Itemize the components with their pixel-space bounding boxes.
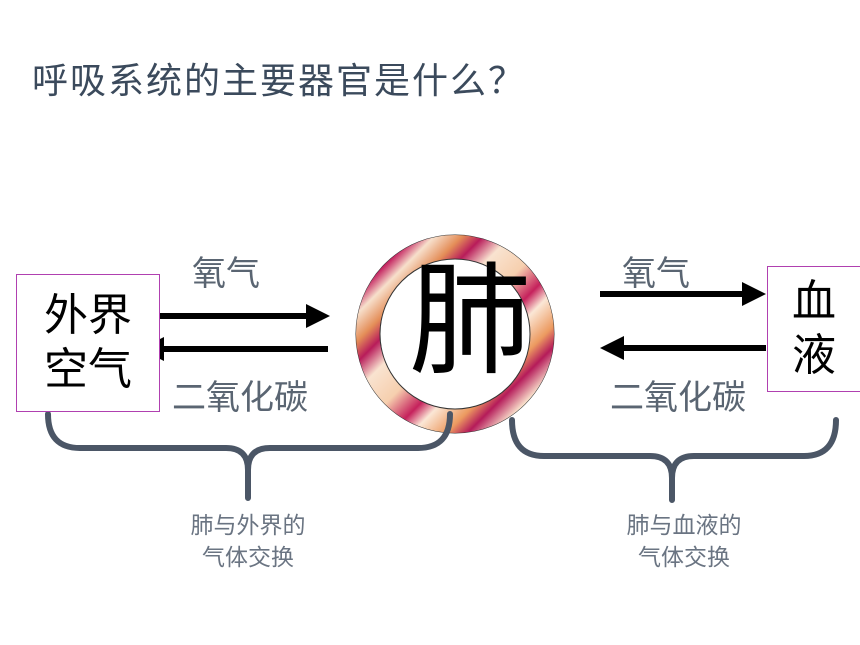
right-oxygen-label: 氧气	[622, 254, 690, 294]
outside-air-line2: 空气	[44, 344, 132, 395]
right-bracket	[509, 417, 839, 503]
right-caption-line2: 气体交换	[638, 545, 730, 571]
right-oxygen-arrow	[600, 282, 766, 306]
left-caption: 肺与外界的 气体交换	[148, 510, 348, 574]
blood-line2: 液	[792, 330, 836, 381]
left-bracket	[45, 411, 453, 501]
blood-box: 血 液	[767, 266, 860, 392]
right-caption: 肺与血液的 气体交换	[584, 510, 784, 574]
outside-air-box: 外界 空气	[16, 274, 160, 412]
left-oxygen-label: 氧气	[192, 254, 260, 294]
left-caption-line1: 肺与外界的	[190, 513, 306, 539]
outside-air-line1: 外界	[44, 290, 132, 341]
lung-character: 肺	[409, 250, 531, 392]
left-caption-line2: 气体交换	[202, 545, 294, 571]
blood-line1: 血	[792, 276, 836, 327]
page-title: 呼吸系统的主要器官是什么？	[32, 61, 527, 102]
left-co2-arrow	[140, 337, 328, 361]
right-co2-arrow	[600, 336, 766, 360]
right-co2-label: 二氧化碳	[610, 378, 746, 418]
right-caption-line1: 肺与血液的	[626, 513, 742, 539]
left-co2-label: 二氧化碳	[172, 378, 308, 418]
left-oxygen-arrow	[140, 304, 330, 328]
lung-ring	[355, 234, 555, 434]
